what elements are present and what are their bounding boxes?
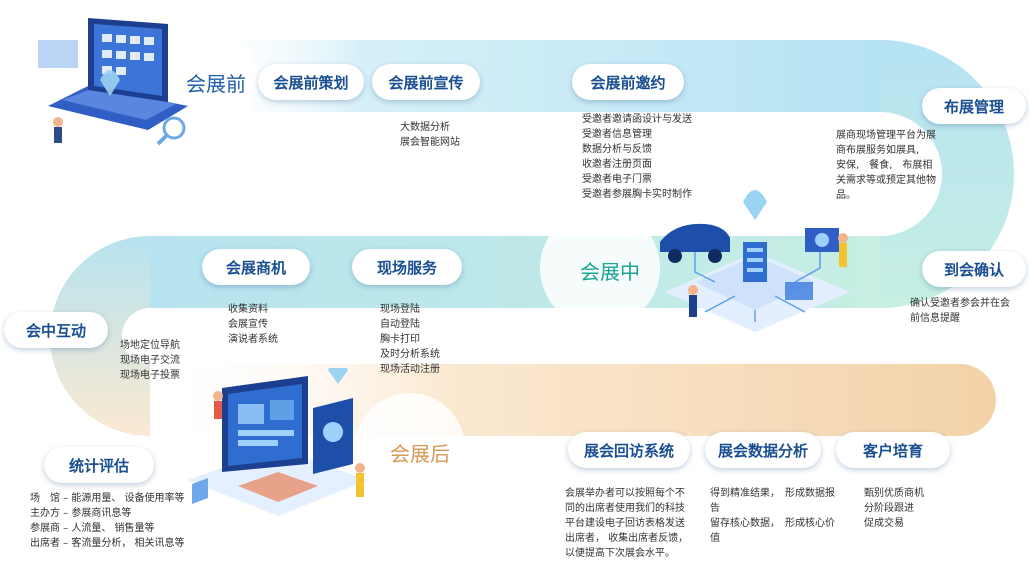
monitor-illustration bbox=[188, 368, 368, 516]
pill-revisit-system: 展会回访系统 bbox=[568, 432, 690, 468]
pill-pre-planning: 会展前策划 bbox=[258, 64, 364, 100]
desc-stats-eval: 场 馆 – 能源用量、 设备使用率等 主办方 – 参展商讯息等 参展商 – 人流… bbox=[30, 493, 185, 549]
pill-booth-mgmt: 布展管理 bbox=[922, 88, 1026, 124]
pill-pre-promo: 会展前宣传 bbox=[372, 64, 480, 100]
desc-mid-interaction: 场地定位导航 现场电子交流 现场电子投票 bbox=[120, 340, 180, 381]
stage-pre: 会展前 bbox=[186, 72, 246, 96]
desc-customer-nurture: 甄别优质商机 分阶段跟进 促成交易 bbox=[864, 488, 924, 529]
desc-arrival-confirm: 确认受邀者参会并在会 前信息提醒 bbox=[910, 298, 1010, 324]
pill-onsite-service: 现场服务 bbox=[352, 249, 462, 285]
desc-onsite-service: 现场登陆 自动登陆 胸卡打印 及时分析系统 现场活动注册 bbox=[380, 304, 440, 375]
desc-pre-promo: 大数据分析 展会智能网站 bbox=[400, 122, 460, 148]
desc-pre-invite: 受邀者邀请函设计与发送 受邀者信息管理 数据分析与反馈 收邀者注册页面 受邀者电… bbox=[582, 114, 692, 200]
desc-business-match: 收集资料 会展宣传 演说者系统 bbox=[228, 304, 278, 345]
laptop-illustration bbox=[38, 18, 188, 146]
pill-customer-nurture: 客户培育 bbox=[836, 432, 950, 468]
desc-booth-mgmt: 展商现场管理平台为展 商布展服务如展具, 安保, 餐食, 布展相 关需求等或预定… bbox=[836, 130, 936, 201]
pill-mid-interaction: 会中互动 bbox=[4, 312, 108, 348]
pill-data-analysis: 展会数据分析 bbox=[705, 432, 821, 468]
iot-car-illustration bbox=[660, 190, 850, 332]
pill-business-match: 会展商机 bbox=[202, 249, 310, 285]
desc-revisit-system: 会展举办者可以按照每个不 同的出席者使用我们的科技 平台建设电子回访表格发送 出… bbox=[565, 488, 689, 559]
stage-mid: 会展中 bbox=[580, 260, 640, 284]
pill-stats-eval: 统计评估 bbox=[44, 447, 154, 483]
pill-pre-invite: 会展前邀约 bbox=[572, 64, 684, 100]
desc-data-analysis: 得到精准结果， 形成数据报 告 留存核心数据， 形成核心价 值 bbox=[710, 488, 835, 544]
pill-arrival-confirm: 到会确认 bbox=[922, 251, 1026, 287]
stage-post: 会展后 bbox=[390, 442, 450, 466]
